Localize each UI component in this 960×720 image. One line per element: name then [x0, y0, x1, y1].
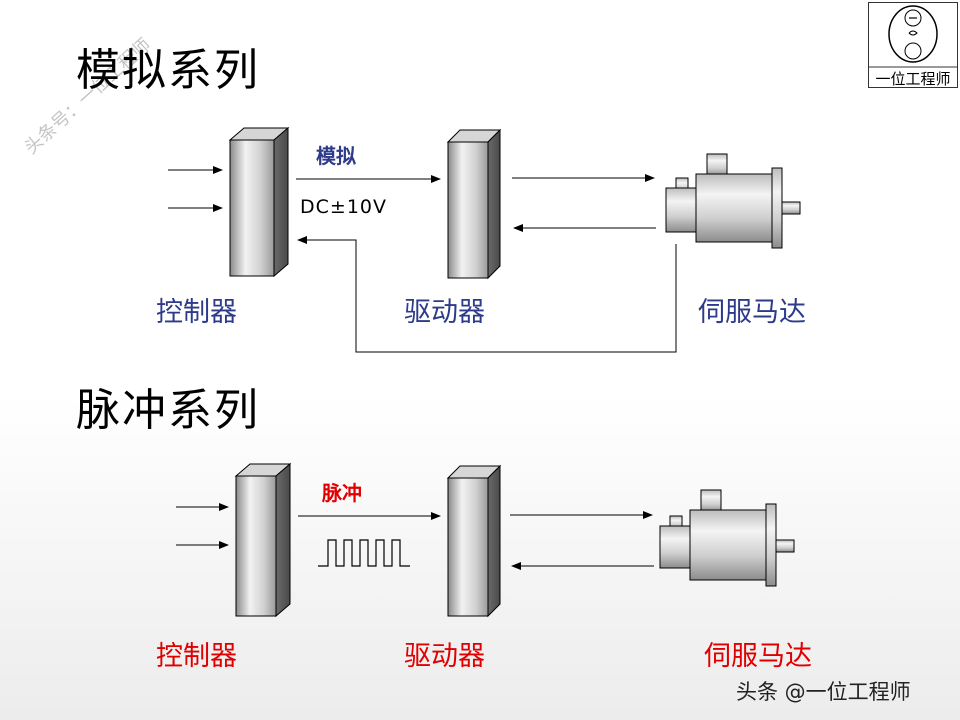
logo-emblem-icon	[869, 5, 957, 68]
servo-motor-icon	[665, 153, 801, 249]
controller-block-pulse	[234, 462, 292, 618]
signal-label-analog: 模拟	[316, 144, 356, 168]
controller-block-analog	[228, 126, 290, 278]
feedback-loop-analog	[297, 236, 677, 353]
driver-label-analog: 驱动器	[404, 297, 485, 328]
motor-label-part-b: 马达	[752, 297, 806, 328]
motor-label-analog: 伺服马达	[698, 290, 806, 329]
motor-label-part-b: 马达	[758, 641, 812, 672]
controller-label-analog: 控制器	[156, 297, 237, 328]
pulse-waveform-icon	[318, 539, 410, 567]
section-title-analog: 模拟系列	[76, 45, 260, 96]
motor-label-part-a: 伺服	[698, 297, 752, 328]
controller-label-pulse: 控制器	[156, 641, 237, 672]
footer-credit: 头条 @一位工程师	[736, 680, 911, 704]
motor-label-part-a: 伺服	[704, 641, 758, 672]
logo-text: 一位工程师	[875, 70, 951, 88]
signal-detail-analog: DC±10V	[300, 196, 387, 218]
servo-motor-icon	[659, 489, 795, 587]
signal-label-pulse: 脉冲	[322, 481, 362, 505]
motor-label-pulse: 伺服马达	[704, 634, 812, 673]
logo-box: 一位工程师	[868, 2, 958, 88]
driver-label-pulse: 驱动器	[404, 641, 485, 672]
driver-block-analog	[446, 128, 502, 280]
driver-block-pulse	[446, 464, 502, 618]
section-title-pulse: 脉冲系列	[76, 385, 260, 436]
